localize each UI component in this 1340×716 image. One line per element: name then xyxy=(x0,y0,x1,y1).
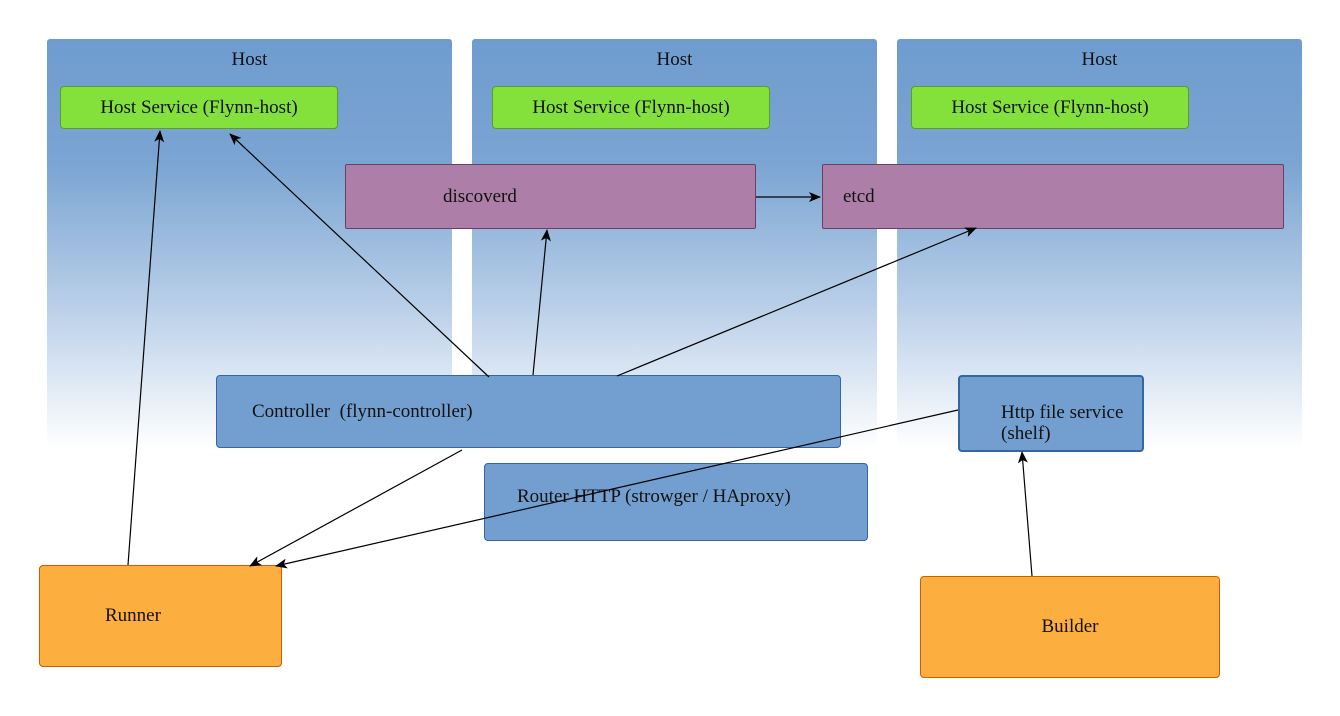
controller-node[interactable]: Controller (flynn-controller) xyxy=(216,375,841,448)
builder-label: Builder xyxy=(1041,616,1099,637)
discoverd-node[interactable]: discoverd xyxy=(345,164,756,229)
etcd-node[interactable]: etcd xyxy=(822,164,1284,229)
edge-controller-to-etcd xyxy=(616,227,977,377)
host-service-1[interactable]: Host Service (Flynn-host) xyxy=(60,86,338,129)
edge-runner-to-host-service xyxy=(127,130,165,566)
edge-builder-to-file-service xyxy=(1017,451,1033,577)
host-service-label: Host Service (Flynn-host) xyxy=(951,96,1149,118)
http-file-service-node[interactable]: Http file service (shelf) xyxy=(958,375,1144,452)
router-node[interactable]: Router HTTP (strowger / HAproxy) xyxy=(484,463,868,541)
runner-node[interactable]: Runner xyxy=(39,565,282,667)
host-service-label: Host Service (Flynn-host) xyxy=(100,96,298,118)
router-label: Router HTTP (strowger / HAproxy) xyxy=(517,486,791,507)
host-service-label: Host Service (Flynn-host) xyxy=(532,96,730,118)
host-title: Host xyxy=(231,49,268,70)
edge-controller-to-runner xyxy=(249,449,463,567)
builder-node[interactable]: Builder xyxy=(920,576,1220,678)
edge-controller-to-host-service xyxy=(229,133,490,378)
runner-label: Runner xyxy=(105,605,161,626)
http-file-service-label-line1: Http file service xyxy=(1001,402,1124,423)
etcd-label: etcd xyxy=(843,185,875,207)
edge-file-service-to-runner xyxy=(275,409,959,569)
host-service-2[interactable]: Host Service (Flynn-host) xyxy=(492,86,770,129)
http-file-service-label-line2: (shelf) xyxy=(1001,423,1051,444)
host-title: Host xyxy=(1081,49,1118,70)
discoverd-label: discoverd xyxy=(443,185,517,207)
controller-label: Controller (flynn-controller) xyxy=(252,400,473,422)
host-service-3[interactable]: Host Service (Flynn-host) xyxy=(911,86,1189,129)
host-title: Host xyxy=(656,49,693,70)
edge-controller-to-discoverd xyxy=(532,229,551,376)
